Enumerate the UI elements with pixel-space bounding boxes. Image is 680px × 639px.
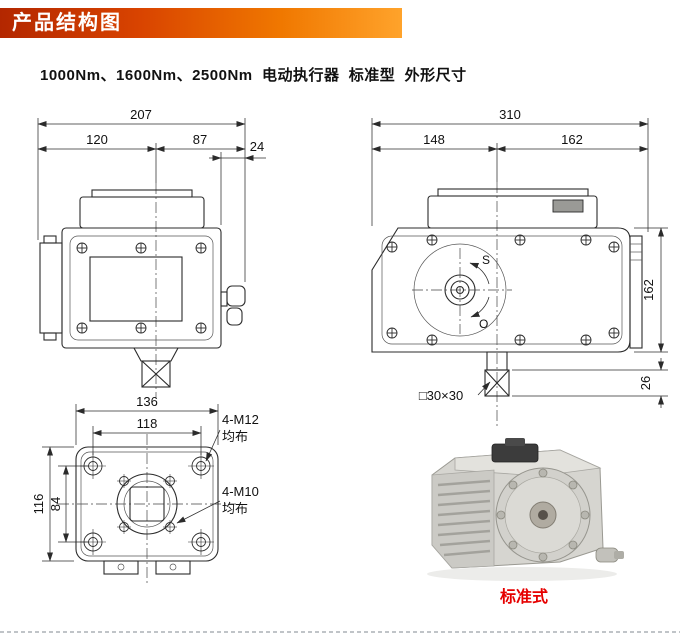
mark-open: O (479, 317, 488, 331)
dim-front-total-width: 207 (130, 107, 152, 122)
side-view: S O 310 148 162 162 (371, 107, 668, 428)
front-top-cap (79, 196, 205, 229)
drawing-title: 1000Nm、1600Nm、2500Nm 电动执行器 标准型 外形尺寸 (40, 67, 467, 84)
bottom-view: 136 118 116 84 4-M12 均布 4-M10 均布 (31, 394, 259, 586)
side-inner-plate (381, 235, 623, 345)
dim-bolt-span-height: 84 (48, 497, 63, 511)
bolt-callouts: 4-M12 均布 4-M10 均布 (176, 412, 259, 524)
front-main-body (61, 227, 222, 349)
front-view: 207 120 87 24 (37, 107, 266, 398)
side-end-plate (629, 235, 643, 349)
side-top-lip (437, 188, 589, 197)
front-label-plate (89, 256, 183, 322)
dim-side-left: 148 (423, 132, 445, 147)
cable-gland-neck (220, 291, 228, 307)
front-dimensions: 207 120 87 24 (37, 107, 266, 282)
gear-face-bolts (496, 468, 590, 562)
dim-side-right: 162 (561, 132, 583, 147)
terminal-connector-top (505, 438, 525, 446)
product-photo: 标准式 (427, 438, 624, 606)
front-top-lip (91, 189, 193, 198)
bolt-spec-inner: 4-M10 (222, 484, 259, 499)
dim-stem-height: 26 (638, 376, 653, 390)
dim-side-total: 310 (499, 107, 521, 122)
bolt-spec-inner-note: 均布 (222, 501, 248, 516)
mounting-foot-left (103, 560, 139, 575)
square-drive-hole (129, 486, 165, 522)
drive-bore-circle (116, 473, 178, 535)
dim-flange-height: 116 (31, 494, 46, 515)
stem-section-label: □30×30 (419, 388, 463, 403)
dim-front-right: 87 (193, 132, 207, 147)
bolt-spec-outer-note: 均布 (222, 429, 248, 444)
front-stem-coupling (141, 360, 171, 388)
dim-front-left: 120 (86, 132, 108, 147)
output-shaft (538, 510, 548, 520)
page-banner-title: 产品结构图 (12, 12, 122, 34)
front-side-plate-tab-top (43, 235, 57, 244)
dim-bolt-span-width: 118 (137, 416, 158, 431)
photo-caption: 标准式 (499, 587, 548, 606)
page-banner: 产品结构图 (0, 8, 402, 38)
rotation-arrow-shut (469, 262, 490, 285)
mounting-flange (75, 446, 219, 562)
actuator-ribs (437, 479, 491, 557)
bolt-spec-outer: 4-M12 (222, 412, 259, 427)
dim-side-height: 162 (641, 279, 656, 301)
front-stem-boss (133, 347, 179, 362)
mounting-flange-inner (80, 451, 214, 557)
terminal-connector (491, 443, 539, 463)
cable-gland-lower (226, 307, 243, 326)
mounting-foot-right (155, 560, 191, 575)
mark-shut: S (482, 253, 490, 267)
actuator-top-cover (454, 449, 602, 477)
side-cap-block (552, 199, 584, 213)
dim-flange-width: 136 (136, 394, 158, 409)
cable-gland-upper (226, 285, 246, 307)
front-inner-plate (69, 235, 214, 341)
side-housing (371, 227, 631, 353)
bottom-dimensions: 136 118 116 84 (31, 394, 219, 562)
photo-cable-gland-tip (614, 551, 624, 559)
dim-front-connector: 24 (250, 139, 264, 154)
rotation-arrow-open (470, 296, 490, 318)
front-side-plate (39, 242, 63, 334)
front-side-plate-tab-bottom (43, 332, 57, 341)
photo-shadow (427, 567, 617, 581)
side-dimensions: 310 148 162 162 26 □30×30 (371, 107, 668, 408)
